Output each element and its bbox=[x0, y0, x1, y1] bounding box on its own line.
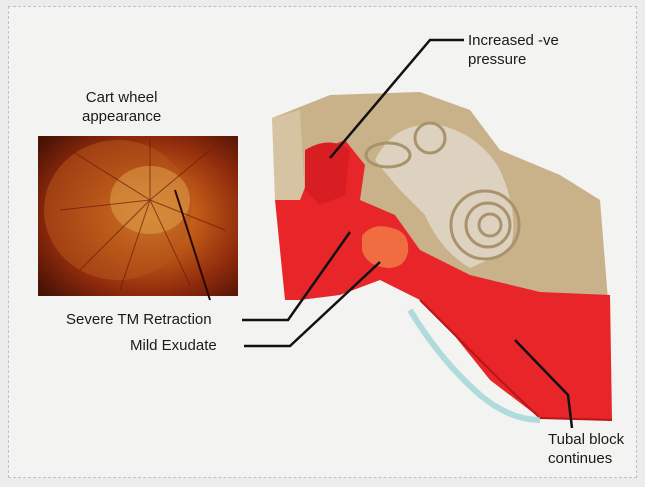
tubal-line1: Tubal block bbox=[548, 430, 624, 449]
ear-cross-section bbox=[272, 92, 612, 420]
increased-pressure-label: Increased -ve pressure bbox=[468, 31, 559, 69]
increased-line1: Increased -ve bbox=[468, 31, 559, 50]
tubal-block-label: Tubal block continues bbox=[548, 430, 624, 468]
increased-line2: pressure bbox=[468, 50, 559, 69]
severe-tm-label: Severe TM Retraction bbox=[66, 310, 212, 329]
cart-wheel-line2: appearance bbox=[82, 107, 161, 126]
cart-wheel-line1: Cart wheel bbox=[82, 88, 161, 107]
tympanic-membrane-photo bbox=[38, 136, 238, 300]
tubal-line2: continues bbox=[548, 449, 624, 468]
mild-exudate-label: Mild Exudate bbox=[130, 336, 217, 355]
cart-wheel-label: Cart wheel appearance bbox=[82, 88, 161, 126]
